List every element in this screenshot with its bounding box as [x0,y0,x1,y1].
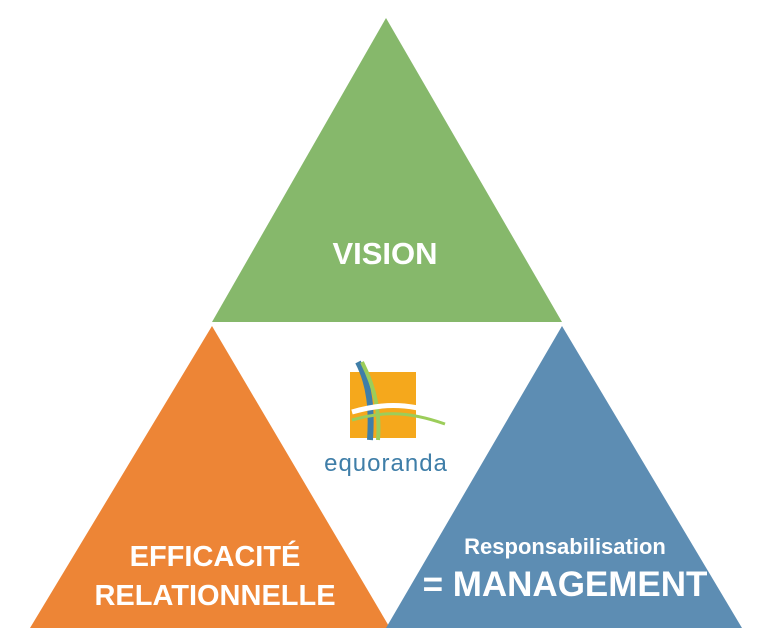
vision-triangle [212,18,562,322]
logo-mark-icon [350,360,446,441]
efficacite-label-line2: RELATIONNELLE [94,580,336,612]
logo-wordmark: equoranda [324,450,448,477]
responsabilisation-label-line2: = MANAGEMENT [422,565,708,604]
efficacite-triangle [30,326,390,628]
responsabilisation-label-line1: Responsabilisation [464,534,666,559]
responsabilisation-triangle [386,326,742,628]
efficacite-label-line1: EFFICACITÉ [129,541,301,573]
vision-label: VISION [332,236,438,271]
